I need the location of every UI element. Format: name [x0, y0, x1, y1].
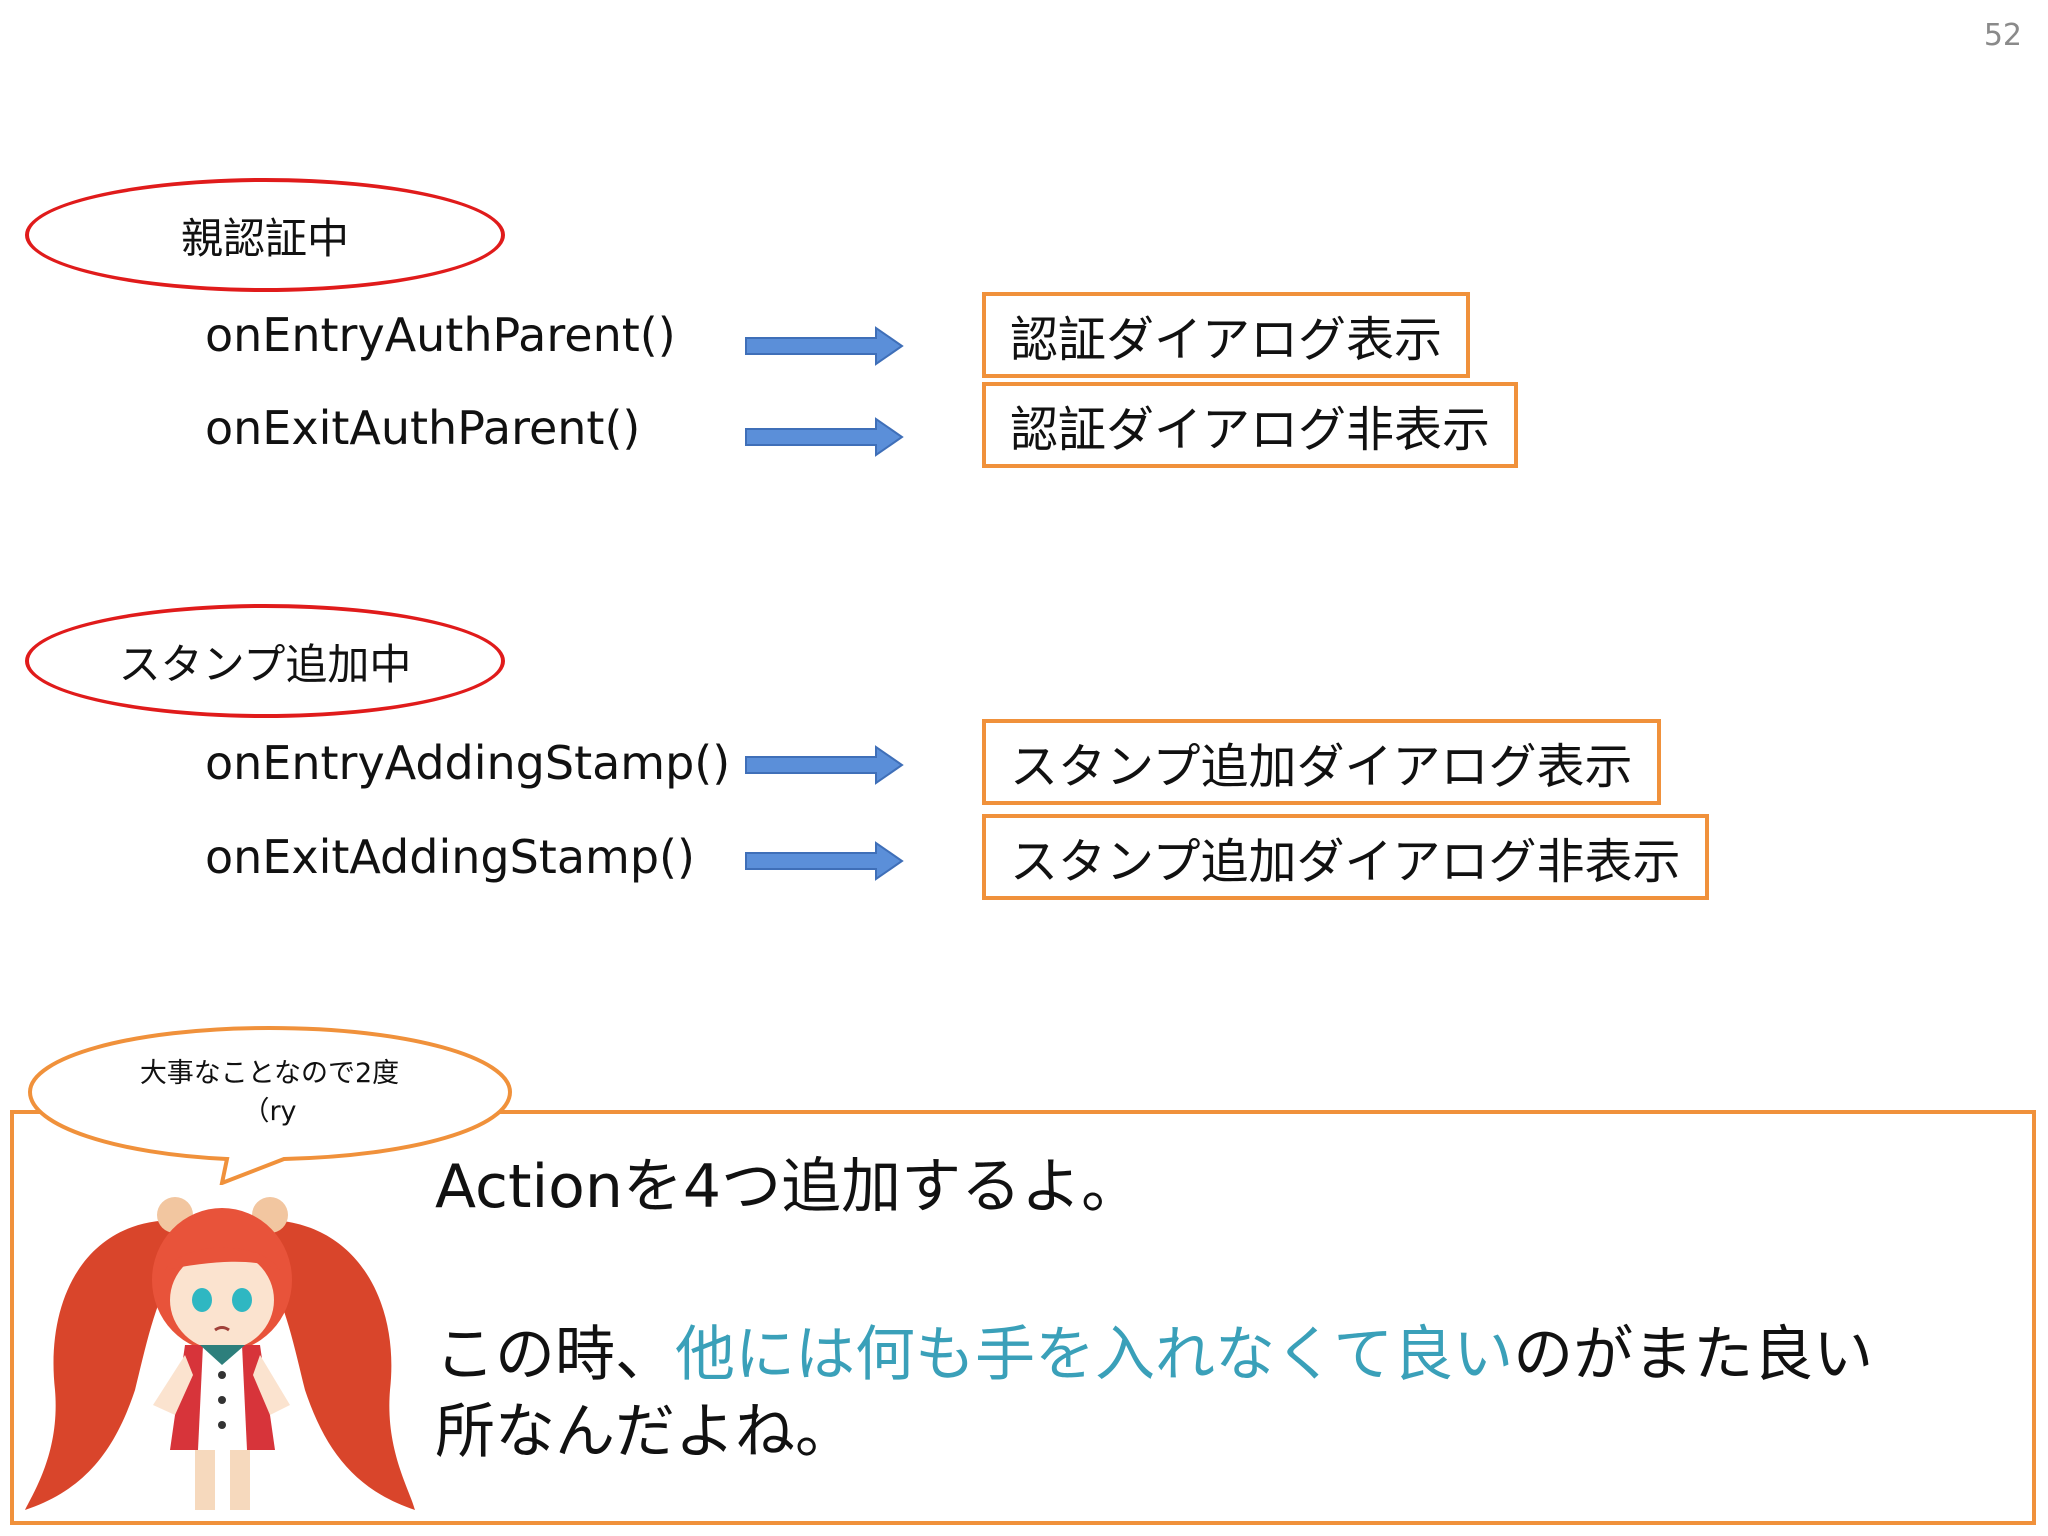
method-exit-auth-parent: onExitAuthParent() [205, 401, 641, 455]
state-label-adding-stamp: スタンプ追加中 [25, 604, 505, 718]
method-entry-auth-parent: onEntryAuthParent() [205, 308, 676, 362]
note-line-2: この時、他には何も手を入れなくて良いのがまた良い [435, 1318, 1873, 1393]
note-line-2-highlight: 他には何も手を入れなくて良い [675, 1320, 1514, 1390]
arrow-right-icon [745, 745, 904, 785]
speech-line-2: （ry [242, 1096, 297, 1127]
arrow-right-icon [745, 841, 904, 881]
result-hide-stamp-dialog: スタンプ追加ダイアログ非表示 [982, 814, 1709, 900]
speech-line-1: 大事なことなので2度 [139, 1058, 400, 1089]
note-line-3: 所なんだよね。 [435, 1397, 855, 1467]
page-number: 52 [1983, 18, 2022, 53]
speech-text: 大事なことなので2度 （ry [22, 1055, 517, 1131]
method-exit-adding-stamp: onExitAddingStamp() [205, 830, 695, 884]
state-label-auth-parent: 親認証中 [25, 178, 505, 292]
arrow-right-icon [745, 326, 904, 366]
note-line-2-suffix: のがまた良い [1513, 1320, 1874, 1390]
result-show-stamp-dialog: スタンプ追加ダイアログ表示 [982, 719, 1661, 805]
note-line-1: Actionを4つ追加するよ。 [435, 1152, 1142, 1222]
speech-bubble [27, 1025, 513, 1185]
result-show-auth-dialog: 認証ダイアログ表示 [982, 292, 1471, 378]
arrow-right-icon [745, 417, 904, 457]
note-line-2-prefix: この時、 [435, 1320, 675, 1390]
method-entry-adding-stamp: onEntryAddingStamp() [205, 736, 731, 790]
mascot-character-icon [25, 1197, 415, 1510]
result-hide-auth-dialog: 認証ダイアログ非表示 [982, 382, 1519, 468]
